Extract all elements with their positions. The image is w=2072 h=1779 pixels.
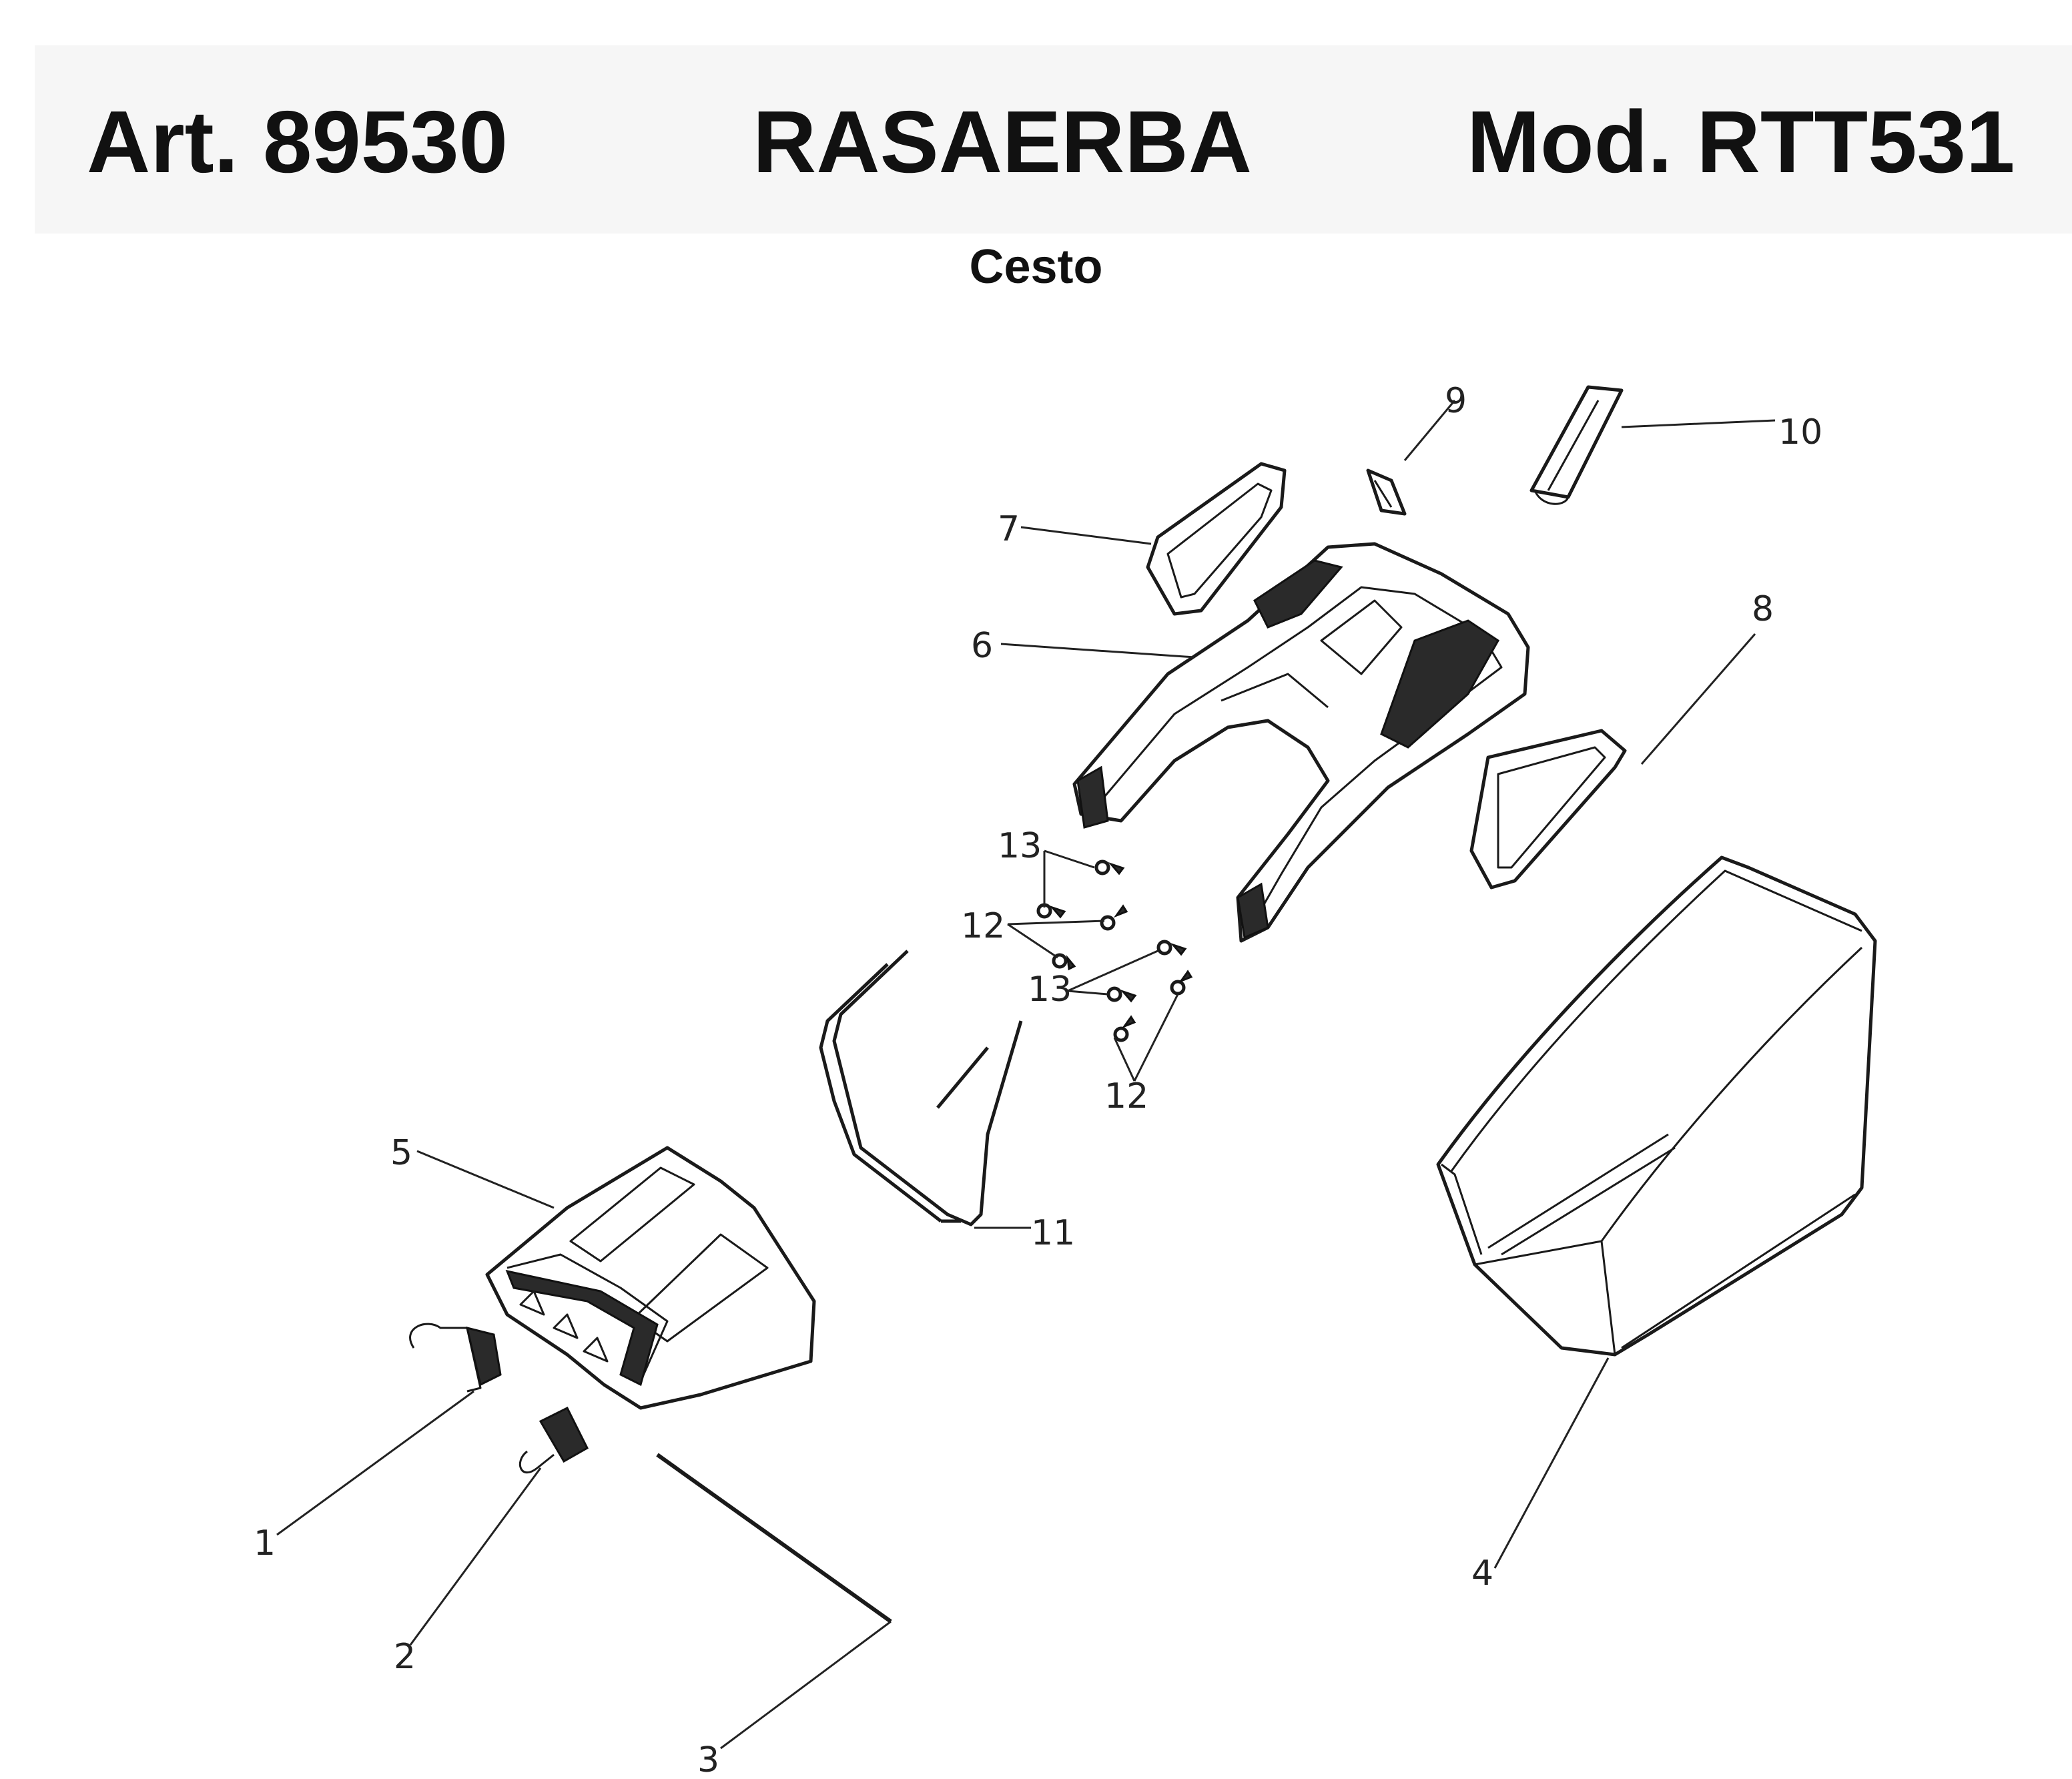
callout-12-lower: 12	[1104, 1076, 1148, 1116]
part-3-rod	[656, 1453, 892, 1624]
callout-6: 6	[971, 626, 993, 666]
callout-11: 11	[1031, 1213, 1075, 1253]
part-5-flap	[485, 1146, 816, 1410]
callout-3: 3	[697, 1740, 719, 1779]
model-number: Mod. RTT531	[1467, 93, 2015, 191]
part-2-spring	[519, 1406, 589, 1474]
article-number: Art. 89530	[87, 93, 508, 191]
leader-lines	[276, 400, 1776, 1750]
callout-13-upper: 13	[998, 826, 1042, 866]
callout-labels: 1 2 3 4 5 6 7 8 9 10 11 12 12 13 13	[254, 381, 1822, 1779]
part-7-cover	[1146, 462, 1287, 616]
callout-8: 8	[1752, 589, 1774, 629]
callout-5: 5	[390, 1133, 412, 1173]
part-9-clip	[1366, 468, 1407, 516]
callout-7: 7	[998, 509, 1020, 549]
callout-4: 4	[1471, 1553, 1493, 1593]
part-10-handle-grip	[1529, 385, 1624, 505]
part-6-top-frame	[1072, 542, 1530, 943]
part-8-cover	[1469, 729, 1627, 890]
part-4-grass-bag	[1436, 855, 1877, 1357]
callout-2: 2	[394, 1637, 416, 1677]
callout-12-upper: 12	[961, 906, 1005, 946]
part-11-wire-frame	[819, 950, 1023, 1226]
callout-9: 9	[1445, 381, 1467, 421]
callout-10: 10	[1778, 412, 1822, 452]
product-name: RASAERBA	[753, 93, 1253, 191]
header-band	[35, 45, 2072, 234]
part-1-spring	[409, 1323, 502, 1393]
callout-13-lower: 13	[1028, 970, 1072, 1010]
section-title: Cesto	[969, 240, 1103, 294]
callout-1: 1	[254, 1523, 276, 1563]
